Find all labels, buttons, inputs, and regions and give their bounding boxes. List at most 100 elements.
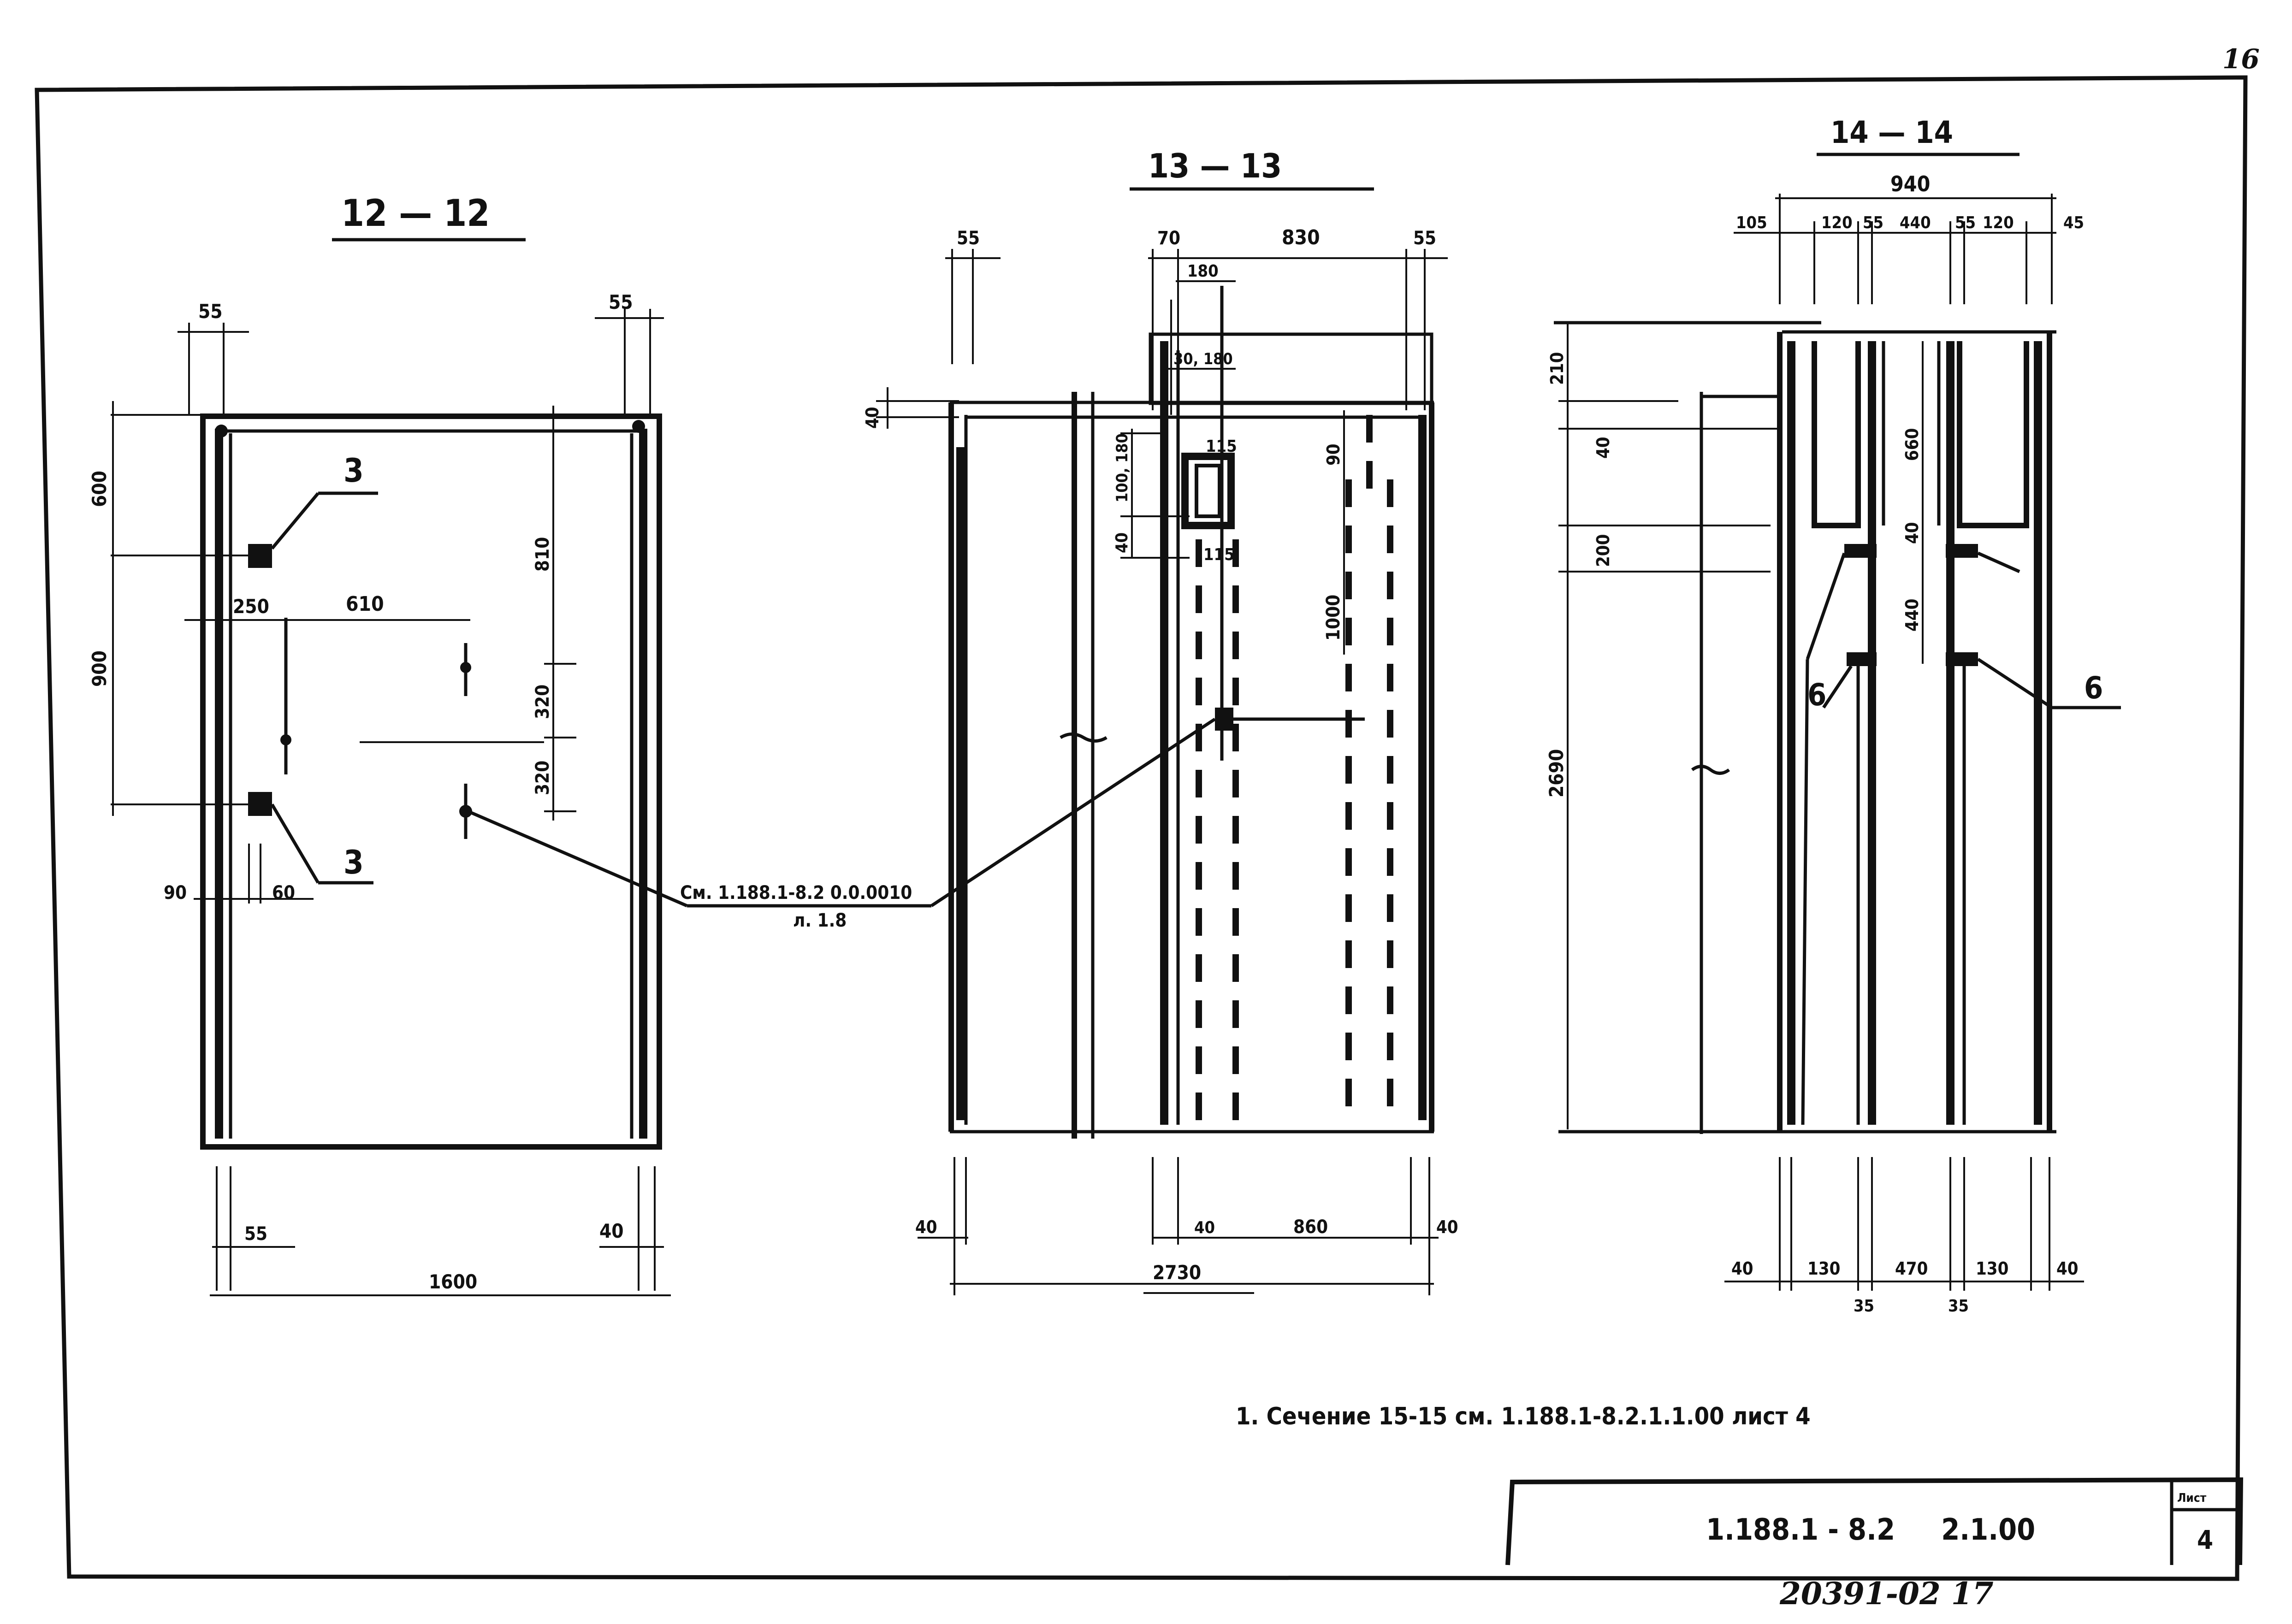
dim-40: 40 bbox=[862, 407, 882, 429]
title-block-designation: 1.188.1 - 8.2 2.1.00 bbox=[1706, 1513, 2035, 1547]
panel-outline-12 bbox=[200, 413, 662, 1150]
dim-130-b: 130 bbox=[1976, 1258, 2008, 1279]
section-14-14: 14 — 14 6 6 940 bbox=[1545, 115, 2121, 1316]
corner-mark bbox=[215, 425, 228, 437]
sheet-frame bbox=[35, 75, 2248, 1581]
dim-940: 940 bbox=[1890, 171, 1930, 196]
dim-35-a: 35 bbox=[1854, 1297, 1874, 1316]
dim-70: 70 bbox=[1157, 228, 1180, 249]
column-connection bbox=[1181, 453, 1235, 529]
section-title-13: 13 — 13 bbox=[1148, 147, 1282, 185]
dim-30-180: 30, 180 bbox=[1173, 350, 1233, 368]
dim-115-top: 115 bbox=[1206, 437, 1237, 456]
diag bbox=[1801, 659, 1809, 1125]
callout-3-upper: 3 bbox=[344, 452, 364, 490]
dimensions-13: 55 70 830 55 180 30, 180 115 115 40 1 bbox=[862, 226, 1458, 1295]
insert-mark bbox=[1215, 708, 1233, 731]
corner-mark bbox=[632, 420, 645, 433]
dim-210: 210 bbox=[1547, 352, 1567, 385]
section-13-13: 13 — 13 55 bbox=[862, 147, 1458, 1295]
dim-660: 660 bbox=[1902, 428, 1922, 461]
dim-830: 830 bbox=[1282, 226, 1320, 249]
embedded-plate-lower bbox=[248, 792, 272, 816]
dim-180: 180 bbox=[1187, 262, 1219, 281]
column-connection-inner bbox=[1195, 464, 1221, 518]
dim-55-top-right: 55 bbox=[1413, 228, 1436, 249]
dim-40b: 40 bbox=[1902, 522, 1922, 544]
callout-6-right: 6 bbox=[2084, 670, 2103, 706]
plate-left-top bbox=[1844, 544, 1877, 558]
dim-40-bottom-left: 40 bbox=[915, 1217, 937, 1237]
plate-left-bottom bbox=[1847, 652, 1877, 666]
dim-55-bottom: 55 bbox=[244, 1223, 267, 1245]
leader-note: См. 1.188.1-8.2 0.0.0010 л. 1.8 bbox=[467, 718, 1216, 931]
dim-130-a: 130 bbox=[1807, 1258, 1840, 1279]
dim-250: 250 bbox=[233, 595, 269, 618]
callout-leader bbox=[1977, 551, 2020, 573]
dim-55-top-left: 55 bbox=[198, 300, 223, 323]
dim-40: 40 bbox=[1593, 437, 1613, 459]
archive-number: 20391-02 17 bbox=[1779, 1576, 1994, 1612]
dim-55-b: 55 bbox=[1955, 213, 1976, 232]
dim-55-top-right: 55 bbox=[609, 291, 633, 313]
dim-40-bottom-left: 40 bbox=[1731, 1258, 1753, 1279]
dim-610: 610 bbox=[346, 592, 384, 616]
plate-right-bottom bbox=[1946, 652, 1978, 666]
dim-55-top-left: 55 bbox=[957, 228, 980, 249]
dim-35-b: 35 bbox=[1948, 1297, 1969, 1316]
insert-point bbox=[459, 805, 472, 818]
dim-470: 470 bbox=[1895, 1258, 1928, 1279]
dim-40-bottom-right: 40 bbox=[1436, 1217, 1458, 1237]
dim-320-a: 320 bbox=[532, 685, 553, 719]
break-symbol bbox=[1060, 732, 1108, 743]
channel-left bbox=[1812, 341, 1861, 528]
dim-320-b: 320 bbox=[532, 761, 553, 795]
dim-200: 200 bbox=[1593, 534, 1613, 567]
callout-leader bbox=[271, 492, 320, 550]
dim-860: 860 bbox=[1293, 1217, 1328, 1238]
callout-3-lower: 3 bbox=[344, 844, 364, 881]
dim-55-a: 55 bbox=[1863, 213, 1883, 232]
break-symbol bbox=[1691, 765, 1730, 775]
dim-45: 45 bbox=[2063, 213, 2084, 232]
section-title-12: 12 — 12 bbox=[341, 192, 490, 235]
leader-note-line2: л. 1.8 bbox=[793, 910, 847, 931]
dim-440-v: 440 bbox=[1902, 599, 1922, 632]
dim-60: 60 bbox=[272, 882, 295, 904]
title-block-sheet-number: 4 bbox=[2197, 1525, 2213, 1555]
section-12-12: 12 — 12 3 3 55 bbox=[88, 192, 671, 1296]
dim-2690: 2690 bbox=[1545, 749, 1568, 797]
dim-120-b: 120 bbox=[1983, 213, 2014, 232]
insert-point bbox=[460, 662, 471, 673]
column-top-block bbox=[1149, 332, 1433, 405]
footnote: 1. Сечение 15-15 см. 1.188.1-8.2.1.1.00 … bbox=[1236, 1403, 1811, 1430]
diag bbox=[1806, 552, 1846, 660]
callout-leader bbox=[1822, 665, 1853, 709]
dim-40-bottom-right: 40 bbox=[2056, 1258, 2079, 1279]
dim-40b: 40 bbox=[1113, 532, 1131, 553]
dim-1000: 1000 bbox=[1323, 595, 1344, 641]
dim-2730: 2730 bbox=[1153, 1261, 1201, 1284]
dimensions-14: 940 105 120 55 440 55 120 45 210 40 200 bbox=[1545, 171, 2084, 1316]
dim-90: 90 bbox=[1323, 443, 1344, 466]
dim-105: 105 bbox=[1736, 213, 1767, 232]
dim-40-bottom-mid: 40 bbox=[1194, 1218, 1215, 1237]
title-block: 1.188.1 - 8.2 2.1.00 Лист 4 bbox=[1505, 1477, 2244, 1565]
title-block-sheet-label: Лист bbox=[2177, 1491, 2207, 1505]
insert-point bbox=[280, 734, 291, 745]
dim-115-bottom: 115 bbox=[1203, 545, 1235, 564]
callout-leader bbox=[270, 803, 320, 884]
dim-1600: 1600 bbox=[429, 1270, 477, 1293]
dim-900: 900 bbox=[88, 650, 111, 687]
channel-right bbox=[1957, 341, 2029, 528]
plate-right-top bbox=[1946, 544, 1978, 558]
embedded-plate-upper bbox=[248, 544, 272, 568]
dimensions-12: 55 55 600 900 810 320 320 250 610 bbox=[88, 291, 671, 1296]
dim-100-180: 100, 180 bbox=[1113, 433, 1131, 502]
callout-leader bbox=[1977, 658, 2053, 709]
dim-440: 440 bbox=[1900, 213, 1931, 232]
dim-810: 810 bbox=[532, 537, 553, 572]
section-title-14: 14 — 14 bbox=[1830, 115, 1953, 150]
callout-6-left: 6 bbox=[1807, 677, 1826, 713]
